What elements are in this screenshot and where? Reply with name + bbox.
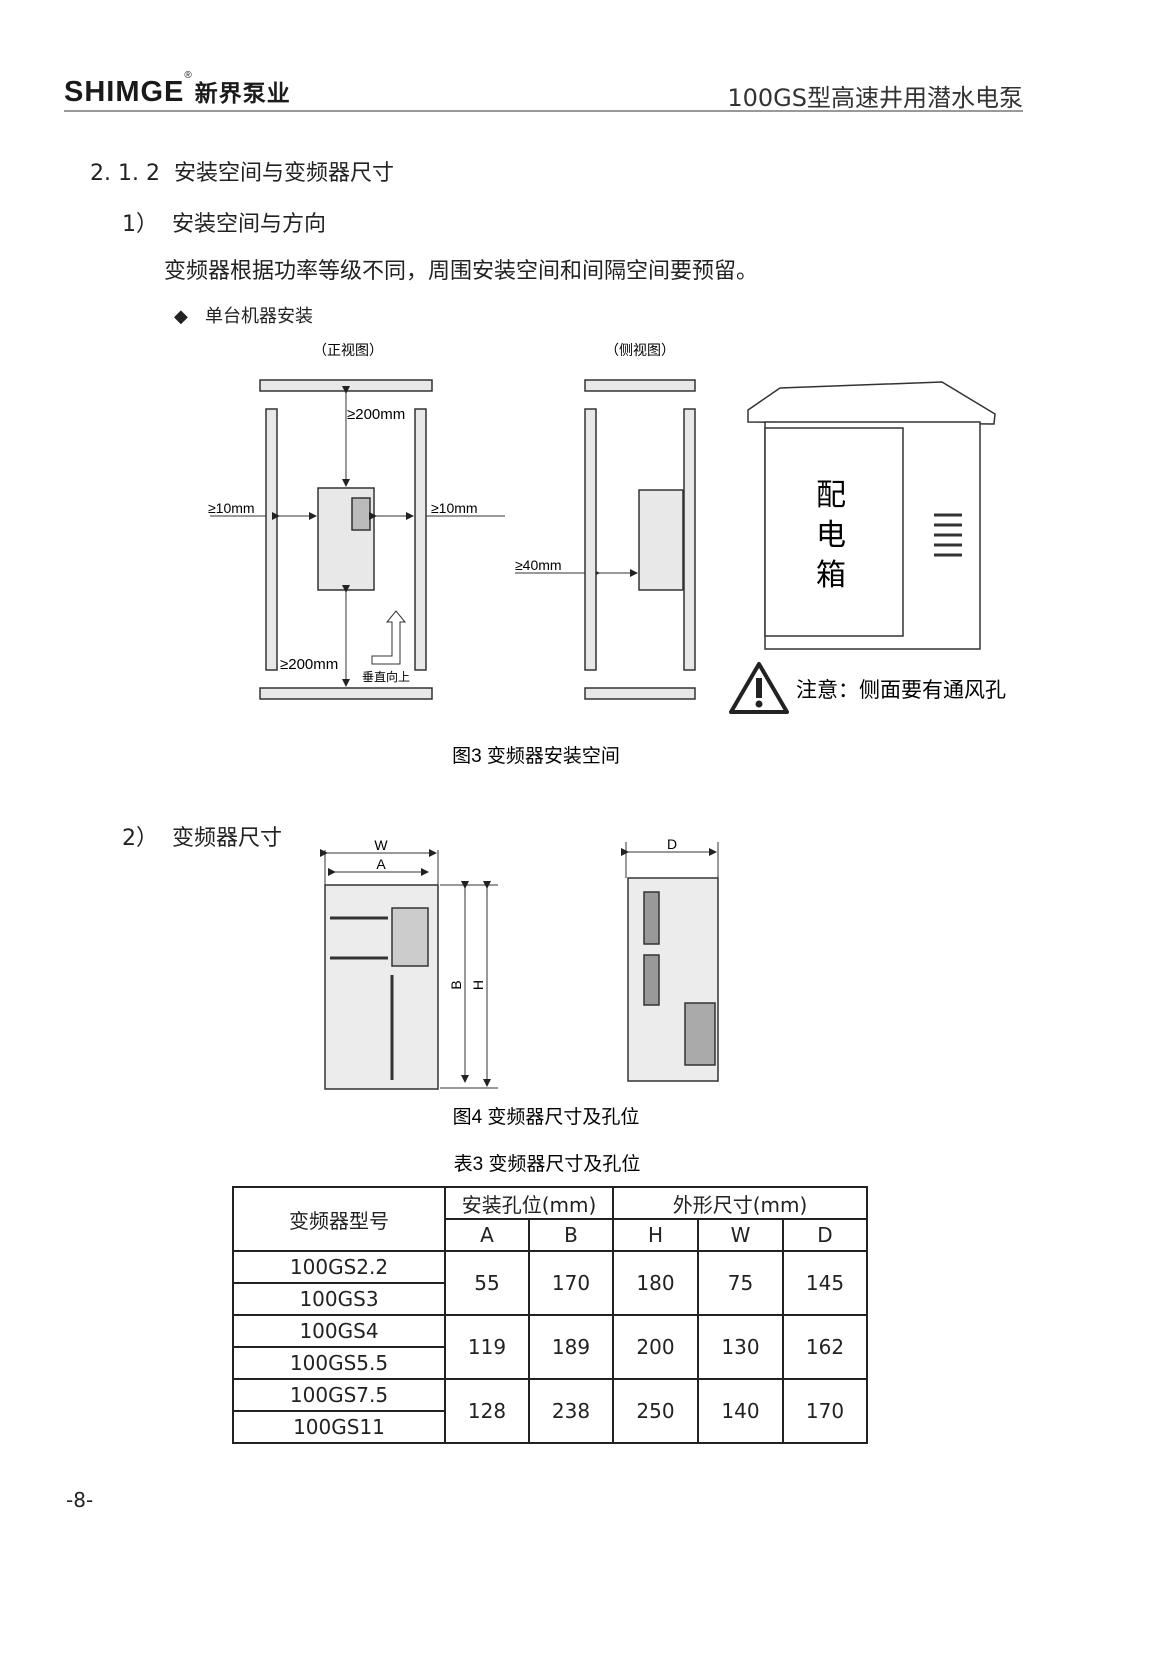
side-view bbox=[584, 379, 696, 700]
col-header: D bbox=[782, 1218, 868, 1252]
value-cell: 238 bbox=[528, 1378, 614, 1444]
front-view bbox=[259, 379, 433, 700]
model-cell: 100GS4 bbox=[232, 1314, 446, 1348]
distribution-box bbox=[747, 381, 996, 650]
model-cell: 100GS11 bbox=[232, 1410, 446, 1444]
table-row: 100GS5.5 bbox=[232, 1346, 867, 1380]
hole-header: 安装孔位(mm) bbox=[444, 1186, 614, 1220]
value-cell: 55 bbox=[444, 1250, 530, 1316]
inverter-front bbox=[324, 884, 439, 1090]
vertical-up-label: 垂直向上 bbox=[362, 669, 410, 684]
warning-icon bbox=[729, 662, 789, 714]
value-cell: 128 bbox=[444, 1378, 530, 1444]
dim-a-label: A bbox=[376, 856, 386, 872]
warning-text: 注意：侧面要有通风孔 bbox=[796, 679, 1006, 702]
document-title: 100GS型高速井用潜水电泵 bbox=[727, 84, 1023, 112]
value-cell: 75 bbox=[697, 1250, 784, 1316]
value-cell: 180 bbox=[612, 1250, 699, 1316]
value-cell: 189 bbox=[528, 1314, 614, 1380]
col-header: W bbox=[697, 1218, 784, 1252]
top-gap-label: ≥200mm bbox=[347, 406, 405, 423]
dim-d-label: D bbox=[667, 836, 677, 852]
registered-mark: ® bbox=[184, 70, 193, 81]
table-3-caption: 表3 变频器尺寸及孔位 bbox=[454, 1153, 641, 1175]
header-divider bbox=[64, 110, 1023, 112]
value-cell: 250 bbox=[612, 1378, 699, 1444]
value-cell: 200 bbox=[612, 1314, 699, 1380]
col-header: B bbox=[528, 1218, 614, 1252]
value-cell: 140 bbox=[697, 1378, 784, 1444]
subsection-1-heading: 1） 安装空间与方向 bbox=[122, 212, 327, 237]
diamond-bullet-icon: ◆ bbox=[174, 306, 188, 327]
value-cell: 130 bbox=[697, 1314, 784, 1380]
dim-h-label: H bbox=[470, 980, 486, 990]
box-label-char: 箱 bbox=[816, 559, 846, 592]
section-heading: 2. 1. 2 安装空间与变频器尺寸 bbox=[90, 161, 394, 186]
model-cell: 100GS2.2 bbox=[232, 1250, 446, 1284]
bullet-item: ◆ 单台机器安装 bbox=[174, 306, 314, 327]
value-cell: 145 bbox=[782, 1250, 868, 1316]
inverter-side bbox=[627, 877, 719, 1082]
box-label-char: 配 bbox=[816, 479, 846, 512]
page-number: -8- bbox=[66, 1488, 94, 1512]
dim-w-label: W bbox=[374, 837, 388, 853]
outer-header: 外形尺寸(mm) bbox=[612, 1186, 868, 1220]
subsection-1-body: 变频器根据功率等级不同，周围安装空间和间隔空间要预留。 bbox=[164, 259, 759, 284]
left-gap-label: ≥10mm bbox=[208, 500, 255, 516]
side-gap-label: ≥40mm bbox=[515, 557, 562, 573]
dim-b-label: B bbox=[448, 980, 464, 989]
table-row: 100GS3 bbox=[232, 1282, 867, 1316]
box-label-char: 电 bbox=[816, 519, 846, 552]
brand-cn: 新界泵业 bbox=[194, 80, 291, 106]
value-cell: 170 bbox=[782, 1378, 868, 1444]
model-cell: 100GS7.5 bbox=[232, 1378, 446, 1412]
right-gap-label: ≥10mm bbox=[431, 500, 478, 516]
value-cell: 162 bbox=[782, 1314, 868, 1380]
value-cell: 170 bbox=[528, 1250, 614, 1316]
model-cell: 100GS3 bbox=[232, 1282, 446, 1316]
up-arrow-icon bbox=[371, 610, 407, 665]
side-view-label: （侧视图） bbox=[605, 342, 675, 358]
figure-4-caption: 图4 变频器尺寸及孔位 bbox=[453, 1106, 640, 1128]
col-header: H bbox=[612, 1218, 699, 1252]
figure-3-caption: 图3 变频器安装空间 bbox=[452, 745, 620, 767]
bottom-gap-label: ≥200mm bbox=[280, 656, 338, 673]
brand-logo: SHIMGE®新界泵业 bbox=[64, 70, 291, 109]
table-row: 100GS11 bbox=[232, 1410, 867, 1444]
subsection-2-heading: 2） 变频器尺寸 bbox=[122, 826, 283, 851]
model-header: 变频器型号 bbox=[232, 1186, 446, 1252]
front-view-label: （正视图） bbox=[313, 342, 383, 358]
col-header: A bbox=[444, 1218, 530, 1252]
model-cell: 100GS5.5 bbox=[232, 1346, 446, 1380]
value-cell: 119 bbox=[444, 1314, 530, 1380]
brand-name: SHIMGE bbox=[64, 76, 185, 108]
